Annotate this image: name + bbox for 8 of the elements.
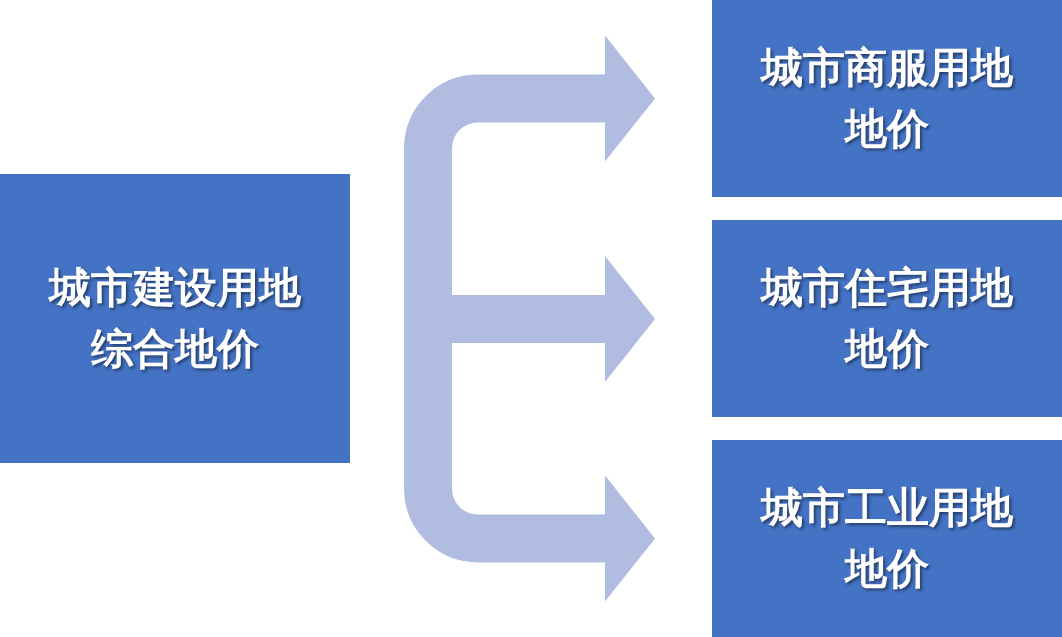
- box-label: 城市商服用地地价: [759, 41, 1014, 155]
- process-box: [0, 174, 350, 463]
- process-box: [712, 0, 1062, 197]
- process-box: [712, 220, 1062, 417]
- box-label: 城市住宅用地地价: [759, 261, 1014, 375]
- process-box: [712, 440, 1062, 637]
- box-label: 城市建设用地综合地价: [47, 261, 302, 375]
- box-label: 城市工业用地地价: [759, 481, 1014, 595]
